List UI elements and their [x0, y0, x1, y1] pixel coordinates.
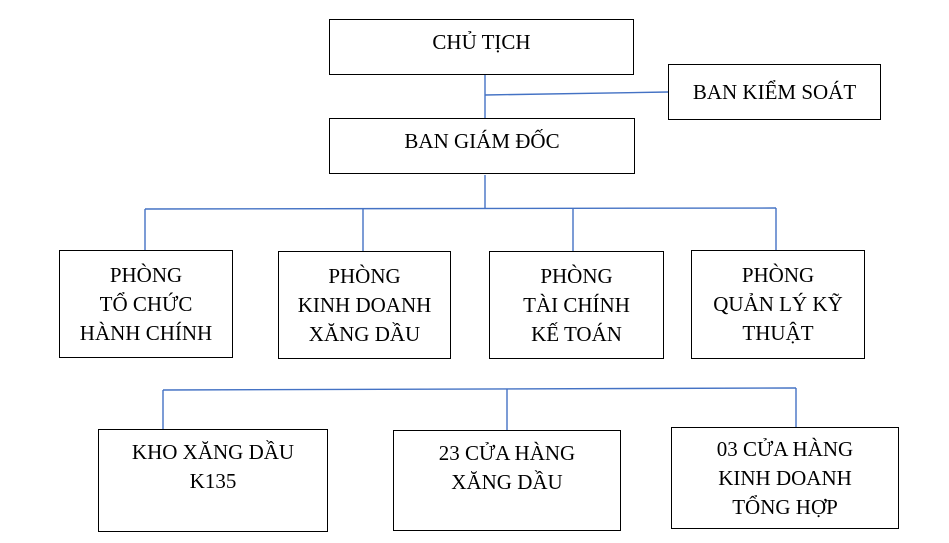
unit-box: 23 CỬA HÀNG XĂNG DẦU	[393, 430, 621, 531]
unit-label-line: 23 CỬA HÀNG	[438, 441, 576, 465]
department-box: PHÒNG QUẢN LÝ KỸ THUẬT	[691, 250, 865, 359]
department-label-line: XĂNG DẦU	[308, 321, 421, 346]
unit-label-line: 03 CỬA HÀNG	[716, 436, 854, 461]
supervisory-board-label: BAN KIỂM SOÁT	[692, 79, 857, 104]
chairman-label: CHỦ TỊCH	[432, 30, 531, 54]
department-label-line: PHÒNG	[540, 263, 613, 288]
unit-box: 03 CỬA HÀNG KINH DOANH TỔNG HỢP	[671, 427, 899, 529]
board-of-directors-label: BAN GIÁM ĐỐC	[404, 129, 560, 153]
unit-box: KHO XĂNG DẦU K135	[98, 429, 328, 532]
connector-departments-bus	[144, 207, 777, 210]
unit-label-line: K135	[189, 469, 237, 493]
supervisory-board-box: BAN KIỂM SOÁT	[668, 64, 881, 120]
department-label-line: KẾ TOÁN	[531, 321, 622, 346]
chairman-box: CHỦ TỊCH	[329, 19, 634, 75]
unit-label-line: TỔNG HỢP	[732, 494, 838, 519]
department-label-line: QUẢN LÝ KỸ	[713, 292, 843, 316]
department-label-line: PHÒNG	[741, 263, 815, 287]
department-label-line: PHÒNG	[109, 262, 183, 287]
department-label-line: HÀNH CHÍNH	[79, 320, 213, 345]
department-label-line: KINH DOANH	[297, 292, 432, 317]
unit-label-line: KINH DOANH	[718, 465, 852, 490]
department-label-line: TÀI CHÍNH	[523, 292, 630, 317]
unit-label-line: XĂNG DẦU	[451, 470, 563, 494]
connector-supervisory	[484, 91, 669, 96]
department-box: PHÒNG KINH DOANH XĂNG DẦU	[278, 251, 451, 359]
unit-label-line: KHO XĂNG DẦU	[131, 440, 295, 464]
department-box: PHÒNG TỔ CHỨC HÀNH CHÍNH	[59, 250, 233, 358]
department-label-line: THUẬT	[742, 321, 814, 345]
department-label-line: TỔ CHỨC	[99, 291, 193, 316]
connector-units-bus	[162, 387, 797, 391]
department-box: PHÒNG TÀI CHÍNH KẾ TOÁN	[489, 251, 664, 359]
department-label-line: PHÒNG	[328, 263, 401, 288]
board-of-directors-box: BAN GIÁM ĐỐC	[329, 118, 635, 174]
